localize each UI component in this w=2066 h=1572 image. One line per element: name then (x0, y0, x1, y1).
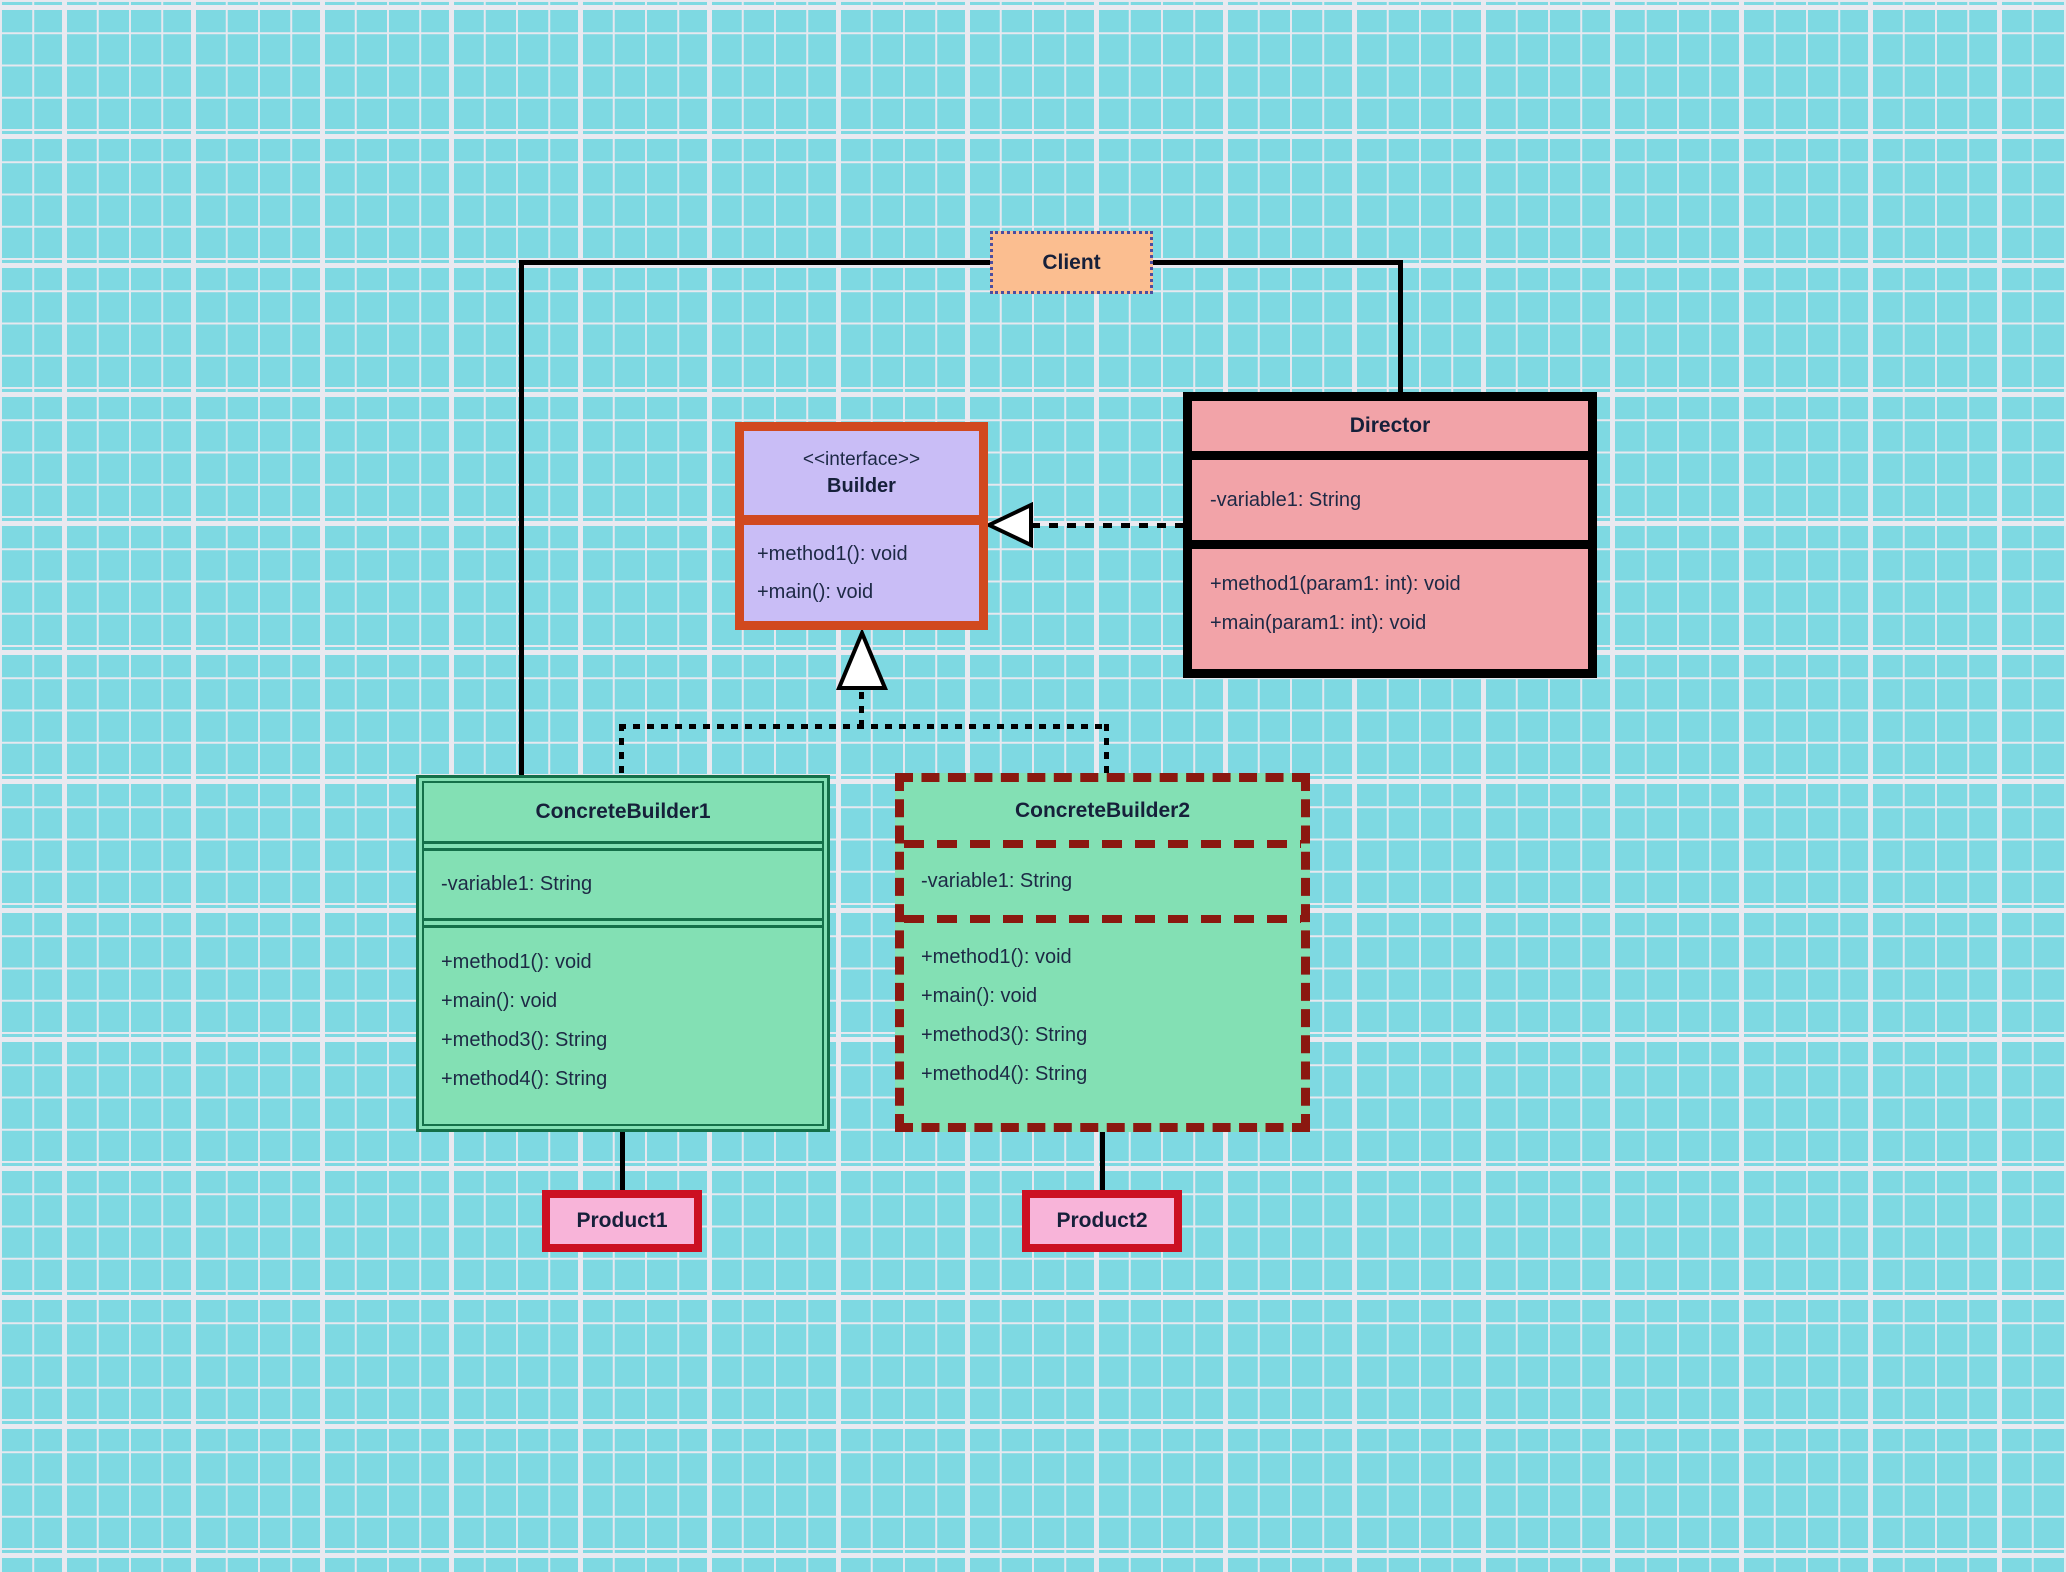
builder-title: Builder (827, 474, 896, 497)
builder-method: +main(): void (757, 581, 874, 603)
product2-label: Product2 (1056, 1209, 1148, 1232)
concretebuilder2-header: ConcreteBuilder2 (904, 782, 1301, 840)
builder-method: +method1(): void (757, 543, 908, 565)
builder-header: <<interface>> Builder (744, 431, 979, 515)
edge-realization-stem[interactable] (859, 692, 864, 726)
concretebuilder1-method: +main(): void (441, 990, 558, 1012)
edge-realization-to-concretebuilder2[interactable] (1104, 724, 1109, 773)
concretebuilder1-method: +method1(): void (441, 951, 592, 973)
concretebuilder1-method: +method4(): String (441, 1068, 608, 1090)
concretebuilder2-attribute: -variable1: String (921, 870, 1073, 892)
edge-realization-to-concretebuilder1[interactable] (619, 724, 624, 775)
concretebuilder1-methods: +method1(): void +main(): void +method3(… (424, 928, 822, 1124)
director-method: +main(param1: int): void (1210, 612, 1427, 634)
director-node[interactable]: Director -variable1: String +method1(par… (1183, 392, 1597, 678)
concretebuilder2-divider (904, 915, 1301, 923)
builder-methods: +method1(): void +main(): void (744, 525, 979, 621)
edge-client-concretebuilder1-horizontal[interactable] (519, 260, 990, 265)
director-header: Director (1192, 401, 1588, 451)
product2-node[interactable]: Product2 (1022, 1190, 1182, 1252)
builder-divider (744, 515, 979, 525)
builder-stereotype: <<interface>> (802, 448, 921, 470)
open-arrowhead-left-icon (986, 502, 1033, 548)
concretebuilder1-node[interactable]: ConcreteBuilder1 -variable1: String +met… (416, 775, 830, 1132)
concretebuilder1-attribute: -variable1: String (441, 873, 593, 895)
edge-client-director-horizontal[interactable] (1153, 260, 1403, 265)
edge-concretebuilder1-product1[interactable] (620, 1132, 625, 1190)
concretebuilder2-node[interactable]: ConcreteBuilder2 -variable1: String +met… (895, 773, 1310, 1132)
director-title: Director (1349, 414, 1431, 437)
edge-director-builder-dashed[interactable] (1031, 523, 1185, 528)
director-attribute: -variable1: String (1210, 488, 1362, 511)
product1-node[interactable]: Product1 (542, 1190, 702, 1252)
concretebuilder2-methods: +method1(): void +main(): void +method3(… (904, 923, 1301, 1123)
concretebuilder2-divider (904, 840, 1301, 848)
client-node[interactable]: Client (990, 231, 1153, 294)
builder-interface-node[interactable]: <<interface>> Builder +method1(): void +… (735, 422, 988, 630)
director-attributes: -variable1: String (1192, 460, 1588, 540)
concretebuilder1-divider (424, 918, 822, 928)
concretebuilder2-method: +main(): void (921, 985, 1038, 1007)
product1-label: Product1 (576, 1209, 668, 1232)
concretebuilder1-header: ConcreteBuilder1 (424, 783, 822, 841)
concretebuilder1-method: +method3(): String (441, 1029, 608, 1051)
edge-concretebuilder2-product2[interactable] (1100, 1132, 1105, 1190)
edge-realization-horizontal[interactable] (619, 724, 1109, 729)
edge-client-director-vertical[interactable] (1398, 260, 1403, 394)
concretebuilder1-divider (424, 841, 822, 851)
director-methods: +method1(param1: int): void +main(param1… (1192, 549, 1588, 669)
concretebuilder2-attributes: -variable1: String (904, 848, 1301, 915)
concretebuilder2-title: ConcreteBuilder2 (1014, 799, 1191, 822)
director-method: +method1(param1: int): void (1210, 573, 1461, 595)
concretebuilder2-method: +method1(): void (921, 946, 1072, 968)
concretebuilder2-method: +method4(): String (921, 1063, 1088, 1085)
concretebuilder1-attributes: -variable1: String (424, 851, 822, 918)
hollow-triangle-up-icon (836, 630, 888, 690)
client-label: Client (1042, 250, 1101, 274)
concretebuilder1-title: ConcreteBuilder1 (535, 800, 711, 823)
concretebuilder2-method: +method3(): String (921, 1024, 1088, 1046)
concretebuilder1-inner-frame: ConcreteBuilder1 -variable1: String +met… (422, 781, 824, 1126)
edge-client-concretebuilder1-vertical[interactable] (519, 260, 524, 775)
